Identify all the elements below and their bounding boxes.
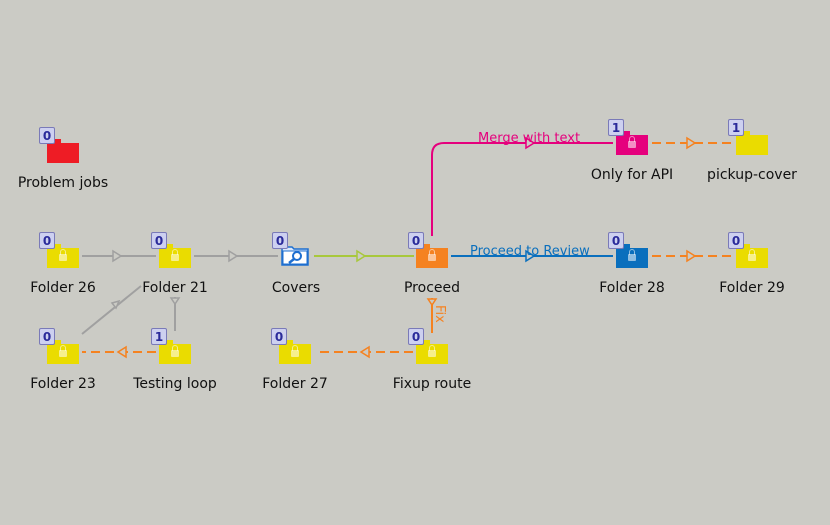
node-label: Proceed	[403, 280, 461, 296]
node-folder-27[interactable]: 0 Folder 27	[262, 328, 328, 392]
lock-icon	[628, 136, 636, 148]
node-folder-21[interactable]: 0 Folder 21	[142, 232, 208, 296]
lock-icon	[59, 345, 67, 357]
job-count-badge: 0	[39, 232, 55, 249]
connection-folder26-to-folder21[interactable]	[82, 249, 156, 263]
locked-folder-icon	[616, 131, 648, 155]
connection-folder23-to-folder21[interactable]	[81, 285, 142, 335]
node-label: Folder 26	[30, 280, 96, 296]
locked-folder-icon	[736, 244, 768, 268]
locked-folder-icon	[47, 340, 79, 364]
lock-icon	[59, 249, 67, 261]
connection-testing-loop-to-folder23[interactable]	[82, 345, 156, 359]
lock-icon	[628, 249, 636, 261]
connection-fix[interactable]: Fix	[426, 298, 447, 333]
job-count-badge: 0	[151, 232, 167, 249]
connection-label-fix: Fix	[432, 305, 447, 323]
node-label: Only for API	[590, 167, 674, 183]
lock-icon	[428, 345, 436, 357]
job-count-badge: 1	[608, 119, 624, 136]
job-count-badge: 0	[39, 127, 55, 144]
locked-folder-icon	[416, 244, 448, 268]
connection-only-for-api-to-pickup-cover[interactable]	[652, 136, 733, 150]
job-count-badge: 0	[271, 328, 287, 345]
connection-merge-with-text[interactable]: Merge with text	[431, 131, 613, 236]
node-covers[interactable]: 0 Covers	[272, 232, 320, 296]
connection-label-merge-with-text: Merge with text	[478, 131, 580, 146]
connection-folder28-to-folder29[interactable]	[652, 249, 733, 263]
locked-folder-icon	[159, 340, 191, 364]
folder-icon	[736, 131, 768, 155]
job-count-badge: 0	[272, 232, 288, 249]
lock-icon	[291, 345, 299, 357]
locked-folder-icon	[416, 340, 448, 364]
node-label: pickup-cover	[707, 167, 797, 183]
connection-label-proceed-to-review: Proceed to Review	[470, 244, 590, 259]
locked-folder-icon	[47, 244, 79, 268]
job-count-badge: 1	[728, 119, 744, 136]
node-pickup-cover[interactable]: 1 pickup-cover	[707, 119, 797, 183]
node-folder-28[interactable]: 0 Folder 28	[599, 232, 665, 296]
node-proceed[interactable]: 0 Proceed	[404, 232, 460, 296]
job-count-badge: 0	[39, 328, 55, 345]
connection-proceed-to-review[interactable]: Proceed to Review	[451, 244, 613, 263]
node-label: Folder 27	[262, 376, 328, 392]
node-label: Folder 28	[599, 280, 665, 296]
lock-icon	[748, 249, 756, 261]
locked-folder-icon	[279, 340, 311, 364]
node-label: Problem jobs	[17, 175, 109, 191]
node-fixup-route[interactable]: 0 Fixup route	[393, 328, 471, 392]
node-label: Fixup route	[392, 376, 472, 392]
job-count-badge: 0	[728, 232, 744, 249]
folder-icon	[47, 139, 79, 163]
node-only-for-api[interactable]: 1 Only for API	[591, 119, 673, 183]
search-folder-icon	[281, 246, 309, 266]
locked-folder-icon	[616, 244, 648, 268]
job-count-badge: 0	[408, 328, 424, 345]
job-count-badge: 0	[408, 232, 424, 249]
node-problem-jobs[interactable]: 0 Problem jobs	[18, 127, 108, 191]
lock-icon	[171, 345, 179, 357]
connection-covers-to-proceed[interactable]	[314, 249, 414, 263]
lock-icon	[428, 249, 436, 261]
node-label: Folder 21	[142, 280, 208, 296]
node-folder-29[interactable]: 0 Folder 29	[719, 232, 785, 296]
node-testing-loop[interactable]: 1 Testing loop	[133, 328, 217, 392]
node-label: Folder 29	[719, 280, 785, 296]
node-label: Covers	[271, 280, 321, 296]
job-count-badge: 1	[151, 328, 167, 345]
lock-icon	[171, 249, 179, 261]
node-folder-23[interactable]: 0 Folder 23	[30, 328, 96, 392]
node-folder-26[interactable]: 0 Folder 26	[30, 232, 96, 296]
connection-fixup-route-to-folder27[interactable]	[315, 345, 413, 359]
connection-testing-loop-to-folder21[interactable]	[169, 297, 181, 331]
node-label: Testing loop	[133, 376, 217, 392]
node-label: Folder 23	[30, 376, 96, 392]
locked-folder-icon	[159, 244, 191, 268]
job-count-badge: 0	[608, 232, 624, 249]
connection-folder21-to-covers[interactable]	[194, 249, 278, 263]
